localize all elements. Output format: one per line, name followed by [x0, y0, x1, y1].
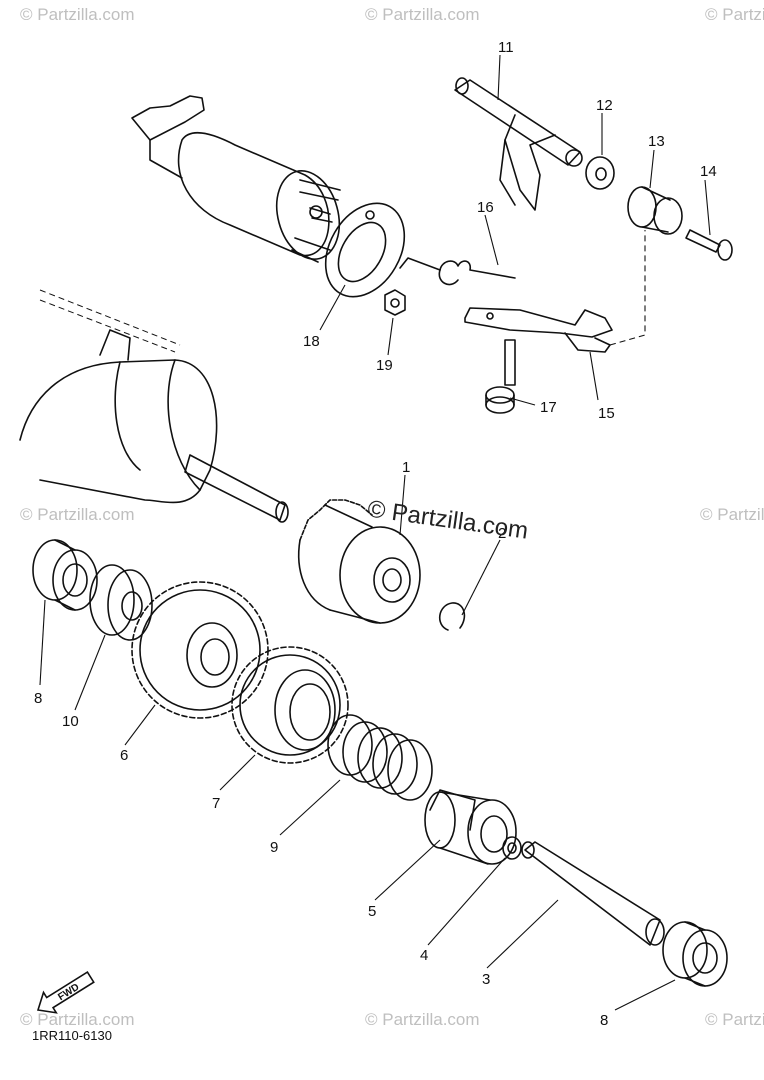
part-12-collar: [585, 156, 615, 190]
callout-16: 16: [477, 199, 494, 216]
callout-9: 9: [270, 839, 278, 856]
callout-7: 7: [212, 795, 220, 812]
part-2-circlip: [439, 602, 466, 631]
part-13-pulley: [627, 186, 683, 235]
watermark: © Partzilla.com: [20, 505, 135, 524]
brand-watermark: © Partzilla.com: [366, 495, 530, 544]
part-6-idle-gear: [131, 581, 269, 719]
watermark: © Partzilla.com: [20, 5, 135, 24]
callout-11: 11: [498, 39, 514, 56]
watermark: © Partzilla.com: [365, 5, 480, 24]
callout-14: 14: [700, 163, 717, 180]
fwd-arrow-icon: FWD: [36, 970, 95, 1014]
watermark: © Partzilla.com: [20, 1010, 135, 1029]
callout-1: 1: [402, 459, 410, 476]
part-5-boss: [424, 789, 517, 865]
part-8-bearing-right: [662, 921, 728, 987]
callout-3: 3: [482, 971, 490, 988]
watermark-layer: © Partzilla.com © Partzilla.com © Partzi…: [20, 5, 764, 1029]
part-3-shaft: [521, 841, 665, 946]
part-10-washer: [89, 564, 153, 641]
part-14-screw: [685, 229, 733, 261]
watermark: © Partzilla.com: [365, 1010, 480, 1029]
part-11-shaft: [454, 77, 583, 211]
watermark: © Partzilla.com: [705, 5, 764, 24]
watermark: © Partzilla.com: [700, 505, 764, 524]
part-17-bolt: [485, 339, 516, 414]
callout-6: 6: [120, 747, 128, 764]
callout-8-left: 8: [34, 690, 42, 707]
callout-8-right: 8: [600, 1012, 608, 1029]
part-4-collar: [502, 836, 522, 860]
callout-15: 15: [598, 405, 615, 422]
callout-19: 19: [376, 357, 393, 374]
callout-labels: 11 12 13 14 16 18 19 17 15 1 2 8 10 6 7 …: [34, 39, 717, 1029]
leader-lines: [39, 54, 711, 1011]
callout-5: 5: [368, 903, 376, 920]
part-9-spring: [327, 714, 433, 801]
callout-13: 13: [648, 133, 665, 150]
part-7-drive-gear: [231, 646, 349, 764]
callout-10: 10: [62, 713, 79, 730]
watermark: © Partzilla.com: [705, 1010, 764, 1029]
callout-4: 4: [420, 947, 428, 964]
callout-2: 2: [498, 525, 506, 542]
callout-18: 18: [303, 333, 320, 350]
diagram-code: 1RR110-6130: [32, 1028, 112, 1043]
part-8-bearing-left: [32, 539, 98, 611]
starter-motor: [19, 289, 289, 523]
part-15-lever: [464, 307, 613, 353]
starter-relay: [131, 95, 341, 263]
part-19-nut: [384, 289, 406, 316]
part-16-spring: [399, 257, 516, 286]
part-1-starter-clutch: [298, 499, 421, 624]
callout-17: 17: [540, 399, 557, 416]
part-18-gasket: [324, 202, 406, 298]
callout-12: 12: [596, 97, 613, 114]
